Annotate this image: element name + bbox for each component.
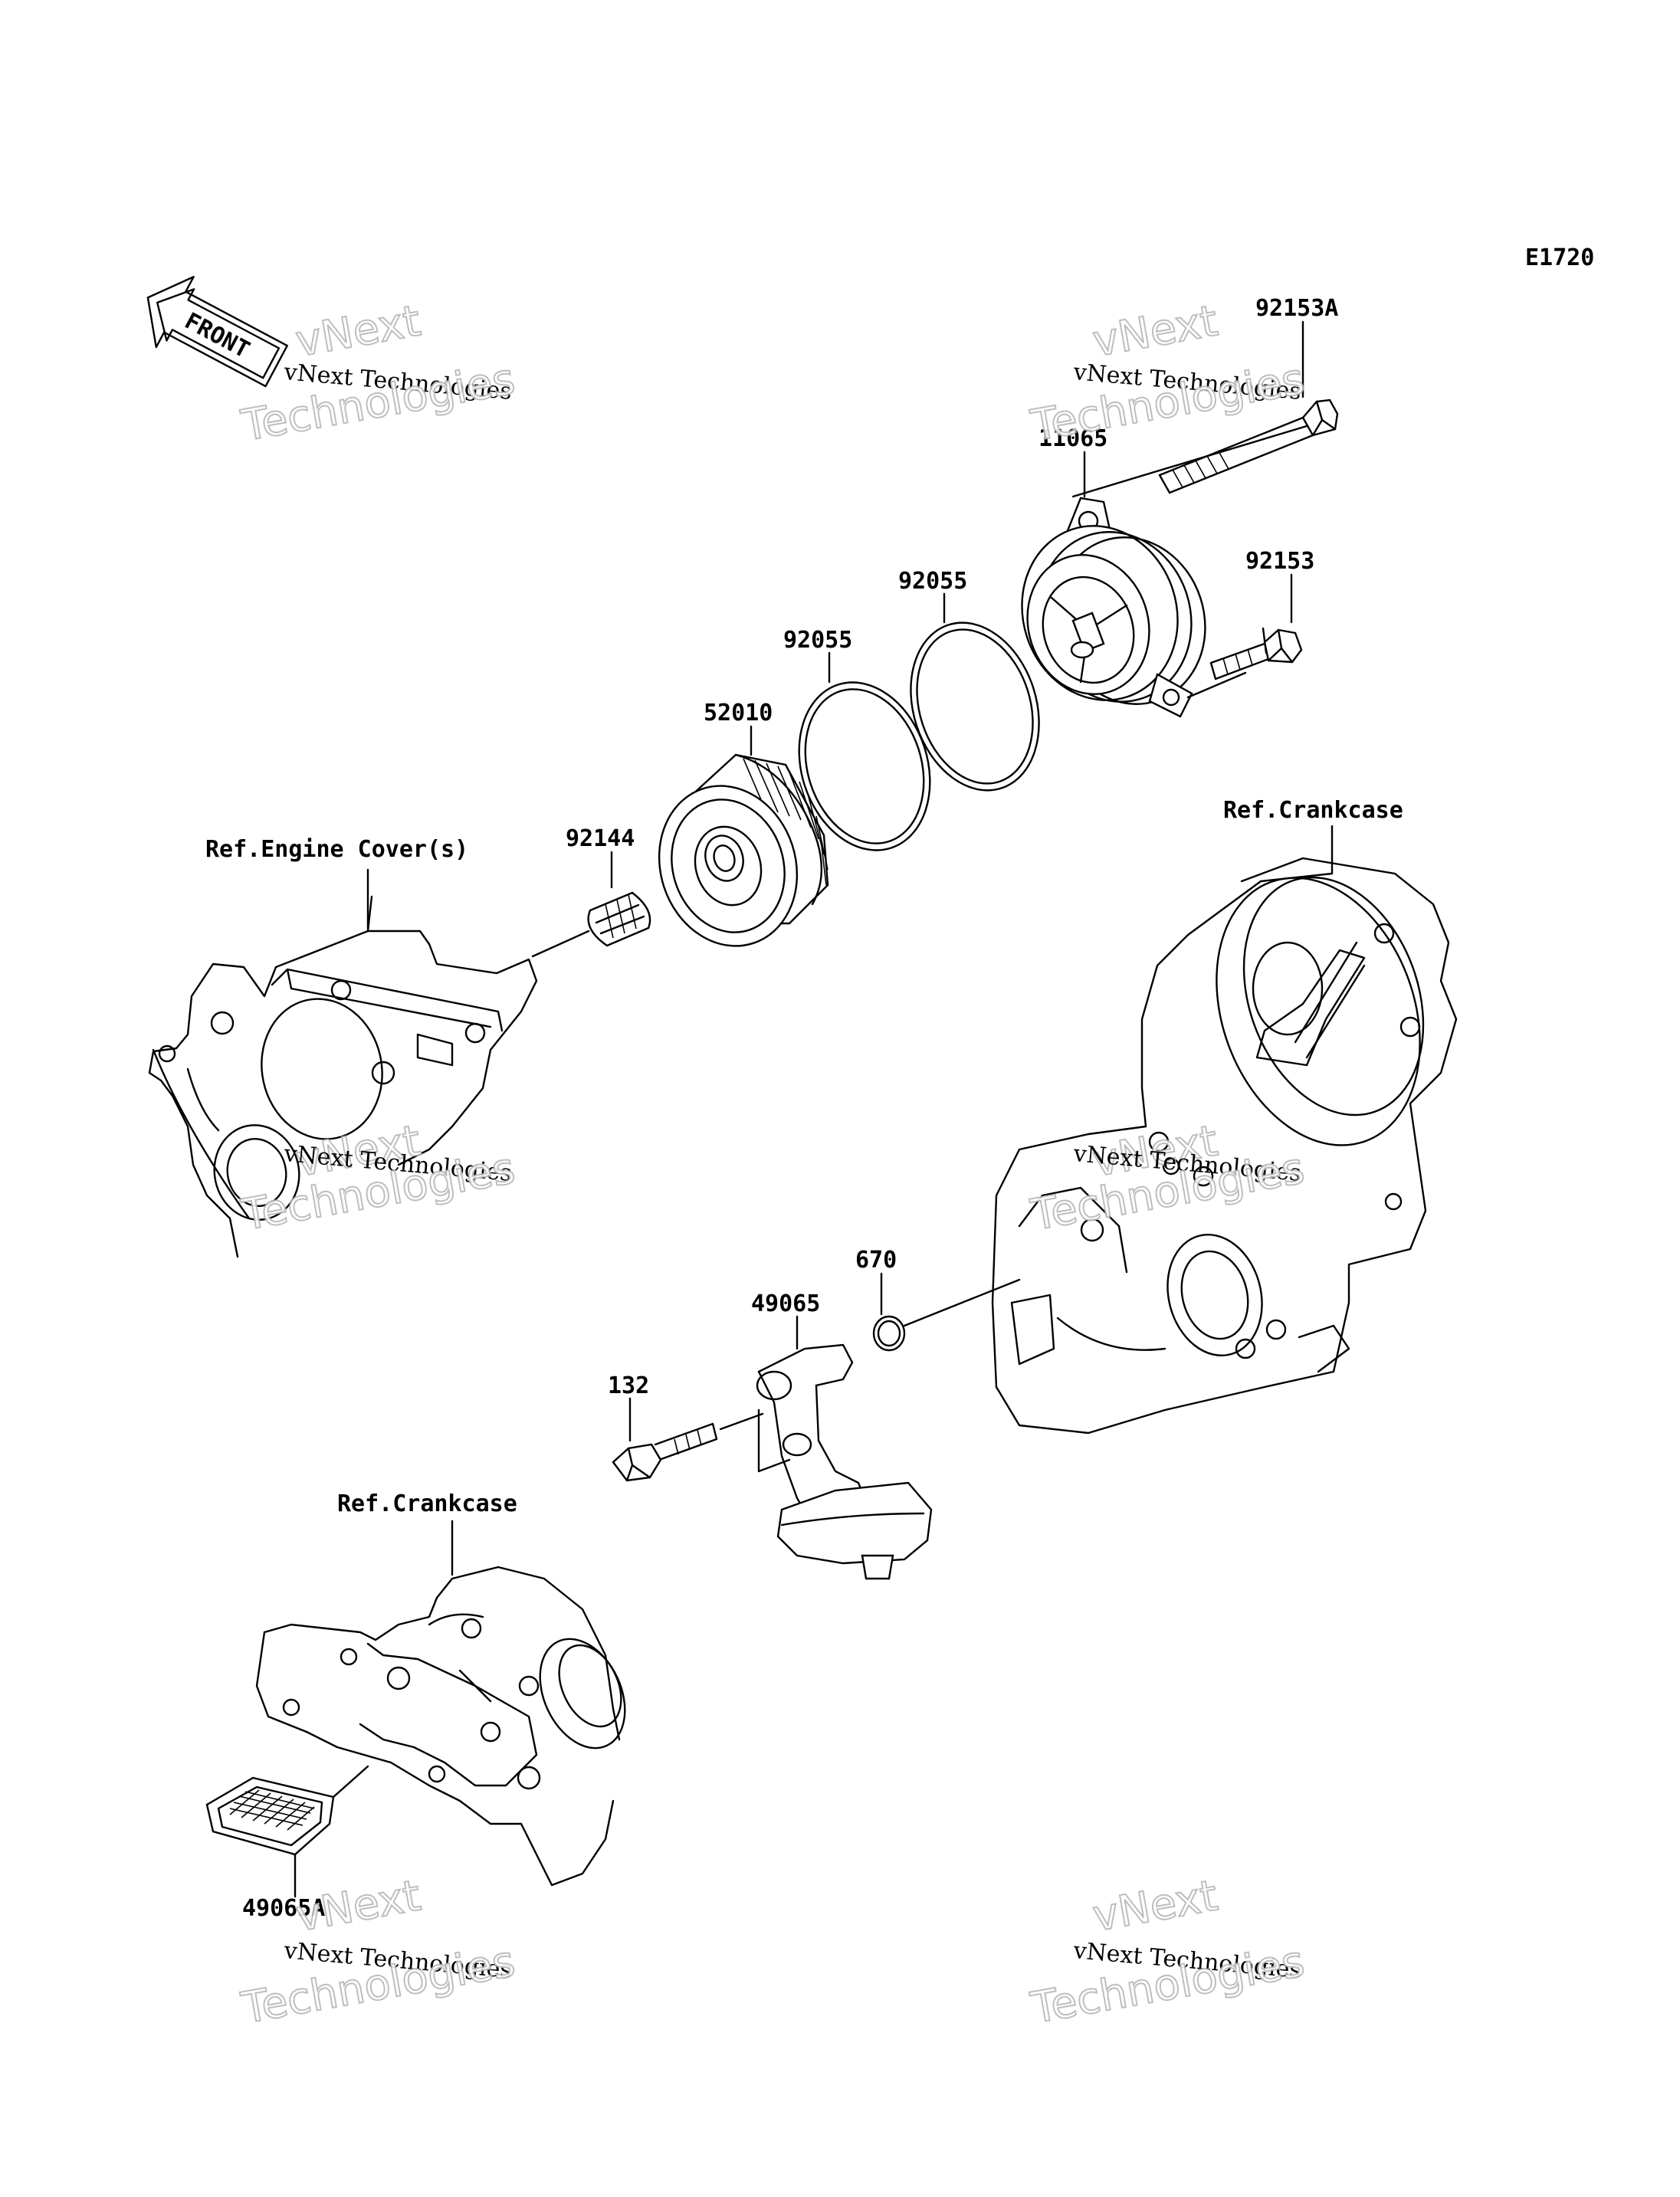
watermark-bottom-right: vNext vNext Technologies Technologies (1026, 1870, 1309, 2035)
ref-engine-cover: Ref.Engine Cover(s) (205, 836, 468, 863)
bolt-132[interactable] (612, 1422, 718, 1482)
o-ring-92055-a[interactable] (778, 665, 950, 867)
watermark-top-left: vNext vNext Technologies Technologies (237, 295, 520, 452)
watermark-line1: vNext (292, 1871, 424, 1941)
label-132: 132 (608, 1372, 649, 1399)
bolt-92153[interactable] (1209, 627, 1303, 680)
label-92055-b: 92055 (898, 568, 967, 595)
o-ring-92055-b[interactable] (890, 606, 1059, 807)
label-670: 670 (855, 1247, 897, 1274)
leader-49065-bracket (757, 1408, 791, 1473)
label-92055-a: 92055 (783, 627, 852, 654)
oil-filter-52010[interactable] (639, 753, 829, 964)
screen-49065A[interactable] (205, 1776, 335, 1856)
bolt-92153A[interactable] (1158, 398, 1339, 494)
label-11065: 11065 (1039, 425, 1107, 452)
watermark-line1: vNext (1089, 1871, 1221, 1941)
label-49065: 49065 (751, 1290, 820, 1317)
label-92153: 92153 (1245, 548, 1314, 575)
leader-670-line (903, 1278, 1021, 1327)
oil-strainer-49065[interactable] (756, 1343, 933, 1580)
watermark-line1: vNext (292, 296, 424, 366)
ref-crankcase-lower: Ref.Crankcase (337, 1490, 517, 1517)
label-52010: 52010 (704, 700, 773, 726)
leader-bolt-92153A (1071, 425, 1308, 498)
label-49065A: 49065A (242, 1895, 325, 1922)
o-ring-670[interactable] (872, 1315, 906, 1352)
diagram-code: E1720 (1525, 244, 1594, 271)
spring-92144[interactable] (587, 891, 651, 947)
front-arrow-icon: FRONT (146, 276, 288, 388)
label-92144: 92144 (566, 825, 635, 852)
label-92153A: 92153A (1255, 295, 1338, 322)
engine-cover-reference (148, 895, 538, 1258)
ref-crankcase-right: Ref.Crankcase (1223, 797, 1403, 824)
crankcase-lower-reference (255, 1566, 626, 1887)
crankcase-right-reference (991, 857, 1458, 1435)
oil-filter-cover-11065[interactable] (999, 497, 1226, 723)
watermark-mid-right: vNext vNext Technologies Technologies (1026, 1115, 1309, 1241)
leader-spring (531, 930, 590, 958)
watermark-line1: vNext (1089, 296, 1221, 366)
leader-bolt-132 (719, 1412, 764, 1431)
leader-screen-line (332, 1765, 369, 1799)
leader-bolt-92153 (1186, 671, 1247, 699)
